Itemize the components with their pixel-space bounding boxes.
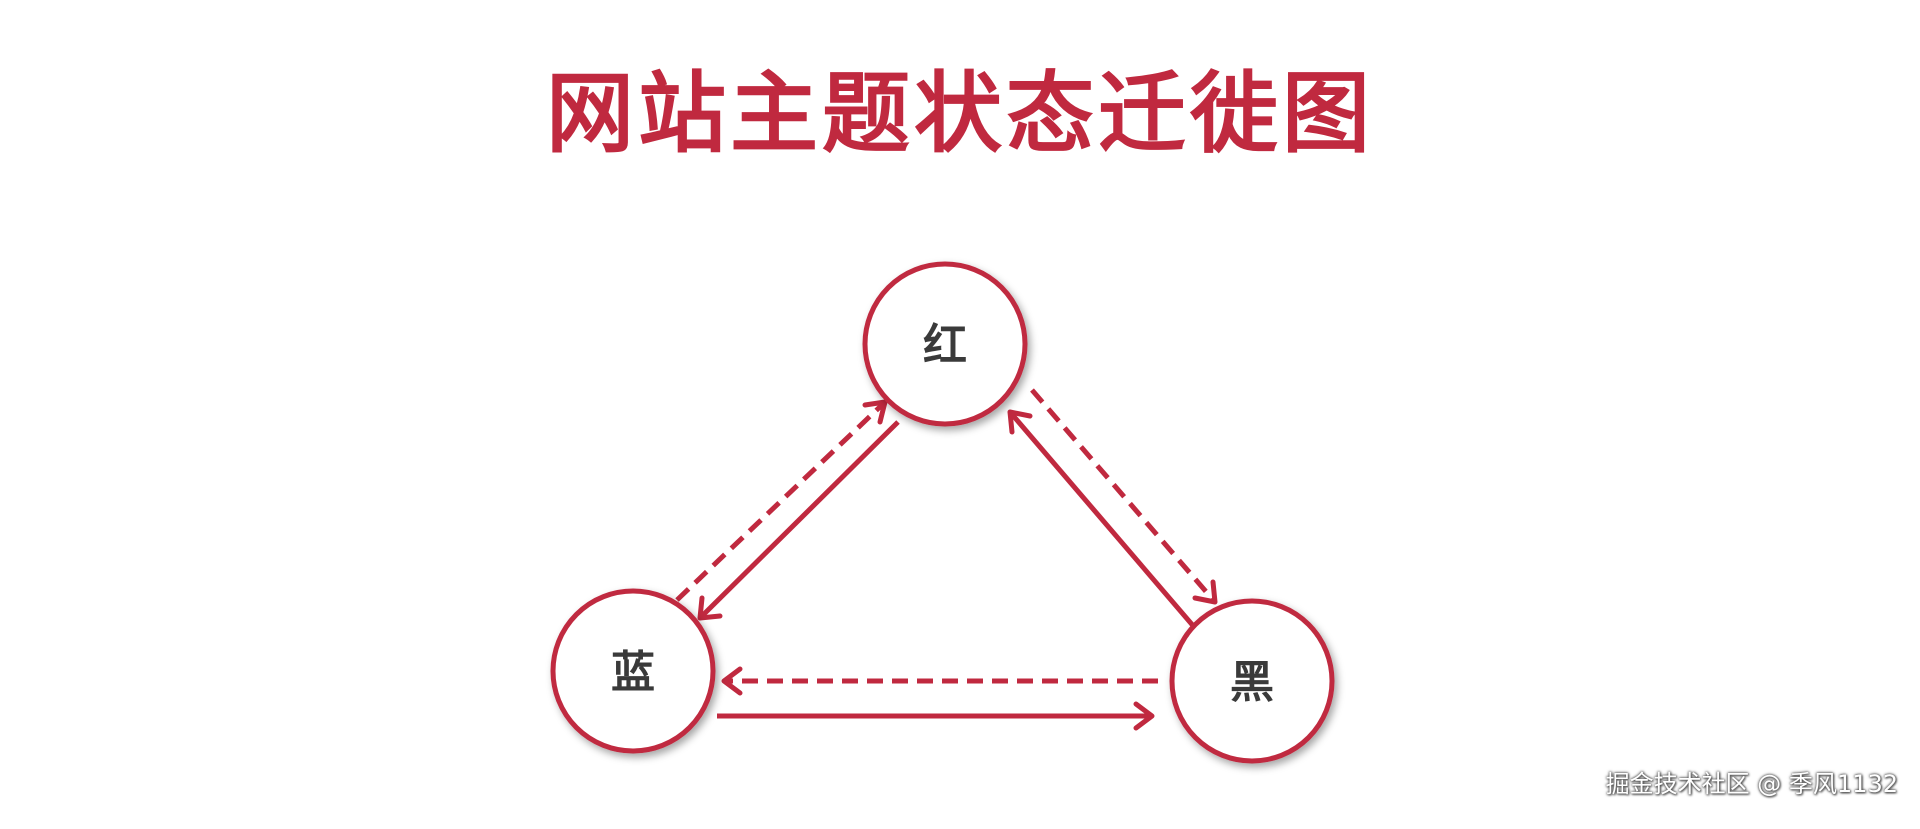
edge-black-to-red [1007,409,1197,630]
watermark-text: 掘金技术社区 @ 季风1132 [1605,770,1898,798]
node-black-label: 黑 [1230,657,1274,708]
node-black: 黑 [1169,598,1335,764]
node-blue: 蓝 [550,588,716,754]
node-red: 红 [862,261,1028,427]
diagram-title: 网站主题状态迁徙图 [545,62,1374,165]
edge-red-to-blue [697,420,900,621]
edge-red-to-black [1030,388,1218,605]
node-blue-label: 蓝 [611,647,655,698]
edge-black-to-blue [721,666,1158,696]
edge-blue-to-red [675,399,888,602]
edge-blue-to-black [717,701,1155,731]
node-red-label: 红 [923,320,967,371]
